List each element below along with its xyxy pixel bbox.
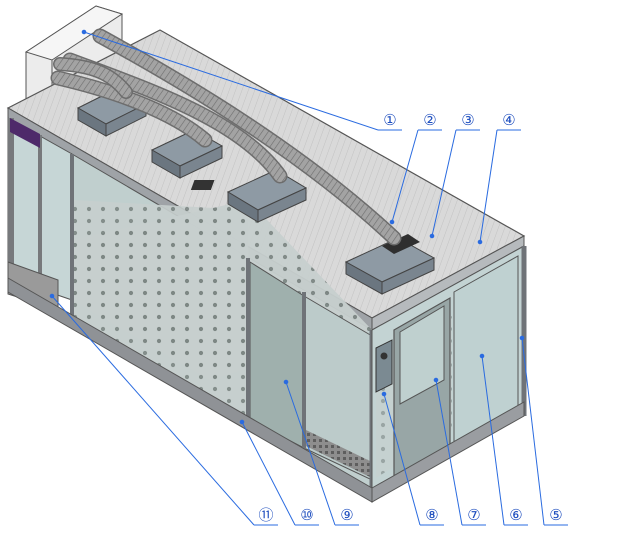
leader-line-c10 <box>241 421 296 526</box>
ffu-4 <box>344 234 436 295</box>
callout-label-c1: ① <box>383 113 396 129</box>
leader-line-c4 <box>479 129 498 243</box>
leader-dot-c10 <box>239 419 245 425</box>
leader-dot-c3 <box>429 233 435 239</box>
callout-label-c3: ③ <box>461 113 474 129</box>
leader-line-c1 <box>83 31 379 131</box>
callout-label-c6: ⑥ <box>509 508 522 524</box>
leader-lines <box>49 29 545 526</box>
flexible-ducts <box>50 28 402 246</box>
front-long-wall <box>7 153 375 503</box>
ffu-3 <box>190 169 308 223</box>
leader-dot-c1 <box>81 29 87 35</box>
callout-label-c8: ⑧ <box>425 508 438 524</box>
callout-label-c5: ⑤ <box>549 508 562 524</box>
leader-line-c5 <box>521 337 545 526</box>
leader-dot-c2 <box>389 219 395 225</box>
callout-label-c9: ⑨ <box>340 508 353 524</box>
right-end-wall <box>371 245 527 503</box>
leader-line-c11 <box>51 295 255 526</box>
callout-label-c2: ② <box>423 113 436 129</box>
callout-label-c10: ⑩ <box>300 508 313 524</box>
leader-line-c3 <box>431 129 457 237</box>
callout-label-c11: ⑪ <box>258 507 273 524</box>
leader-dot-c7 <box>433 377 439 383</box>
leader-dot-c11 <box>49 293 55 299</box>
leader-line-c7 <box>435 379 463 526</box>
leader-dot-c8 <box>381 391 387 397</box>
leader-dot-c6 <box>479 353 485 359</box>
leader-line-c6 <box>481 355 505 526</box>
leader-line-c9 <box>285 381 336 526</box>
callout-label-c4: ④ <box>502 113 515 129</box>
leader-line-c2 <box>391 129 419 223</box>
leader-dot-c9 <box>283 379 289 385</box>
callout-label-c7: ⑦ <box>467 508 480 524</box>
leader-dot-c4 <box>477 239 483 245</box>
leader-line-c8 <box>383 393 421 526</box>
leader-dot-c5 <box>519 335 525 341</box>
